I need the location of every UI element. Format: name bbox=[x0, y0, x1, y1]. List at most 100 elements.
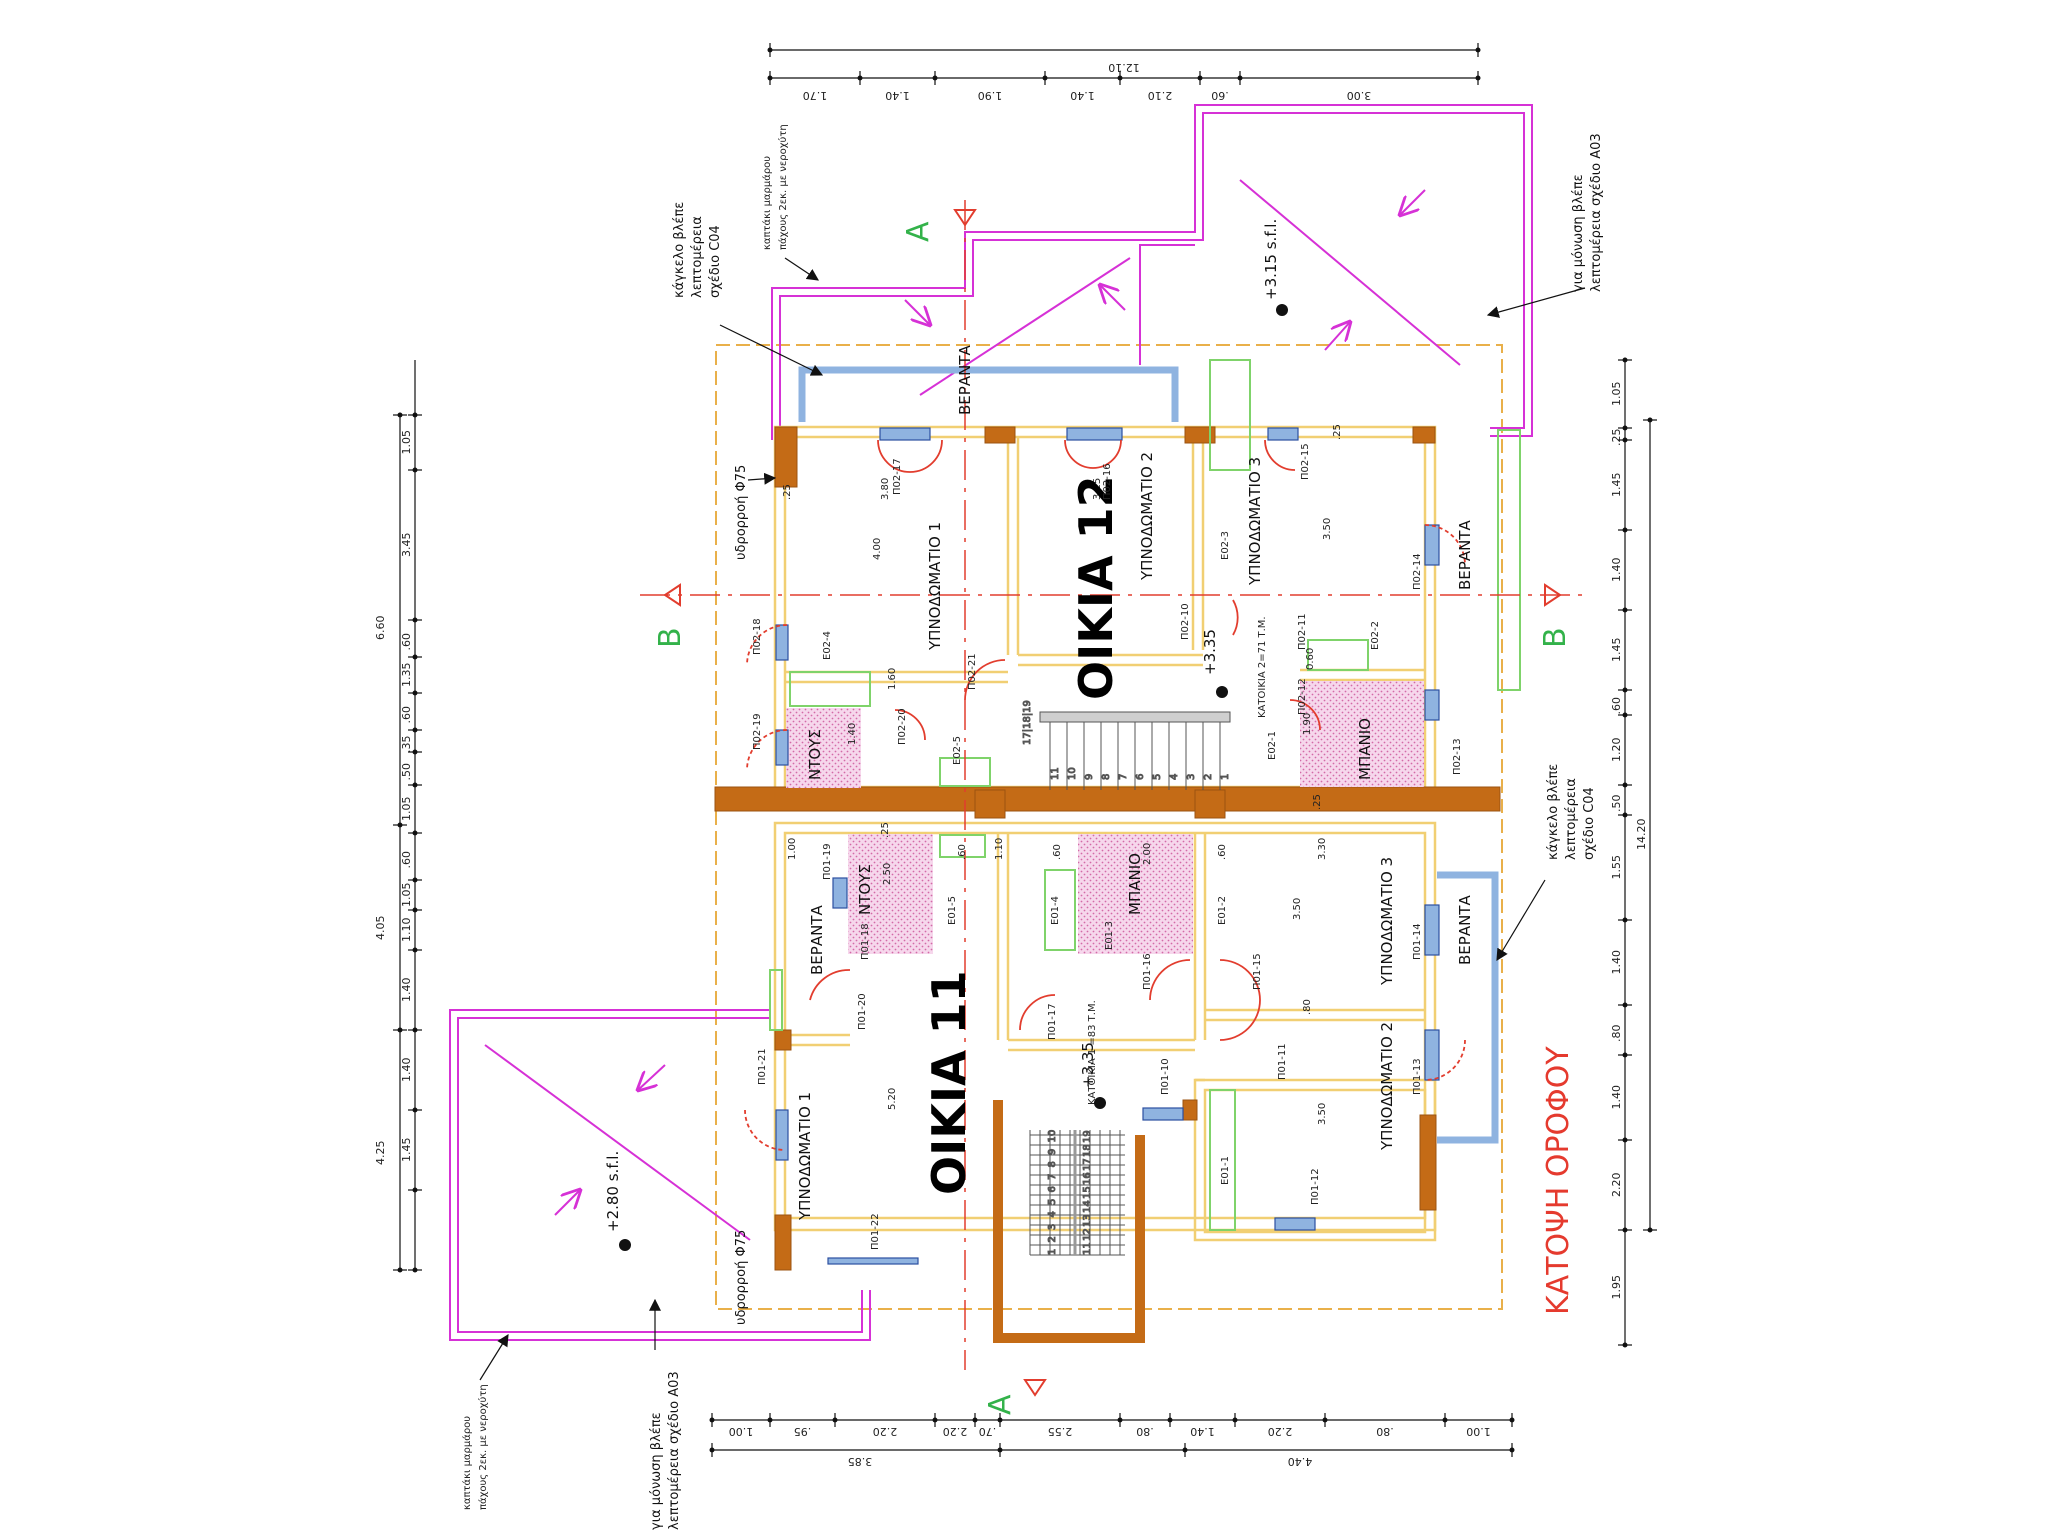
svg-text:κάγκελο βλέπε: κάγκελο βλέπε bbox=[672, 202, 687, 298]
leader-line bbox=[747, 472, 777, 485]
opening-code: Ε01-2 bbox=[1217, 896, 1228, 925]
room-dimension: 3.80 bbox=[880, 478, 891, 500]
dimension-value: 1.40 bbox=[1610, 558, 1623, 583]
note-marble-bottom: καπτάκι μαρμάρου πάχους 2εκ. με νεροχύτη bbox=[461, 1384, 489, 1510]
room-dimension: 3.25 bbox=[1092, 478, 1103, 500]
dimension-value: 1.05 bbox=[400, 883, 413, 908]
dimension-value: 1.40 bbox=[400, 978, 413, 1003]
slope-arrow bbox=[904, 299, 930, 325]
room-dimension: 0.60 bbox=[1305, 648, 1316, 670]
terrace-bottom bbox=[449, 1009, 871, 1341]
dimension-value: .70 bbox=[979, 1425, 997, 1438]
stair-step-number: 11 bbox=[1082, 1242, 1093, 1255]
opening-code: Π01-14 bbox=[1412, 923, 1423, 960]
room-dimension: .25 bbox=[1312, 794, 1323, 810]
opening-code: Π01-20 bbox=[857, 993, 868, 1030]
dimension-total: 4.05 bbox=[374, 916, 387, 941]
opening-code: Ε02-3 bbox=[1220, 531, 1231, 560]
stair-step-number: 5 bbox=[1152, 774, 1163, 780]
dimension-value: 3.45 bbox=[400, 533, 413, 558]
dimension-value: 1.00 bbox=[729, 1425, 754, 1438]
dimension-value: .80 bbox=[1136, 1425, 1154, 1438]
room-dimension: .25 bbox=[1332, 424, 1343, 440]
dimension-value: .50 bbox=[400, 763, 413, 781]
dimension-value: 1.45 bbox=[1610, 473, 1623, 498]
dimension-value: 1.40 bbox=[1610, 950, 1623, 975]
stair-step-number: 3 bbox=[1186, 774, 1197, 780]
room-dimension: 3.30 bbox=[1317, 838, 1328, 860]
windows bbox=[775, 427, 1440, 1265]
dimension-value: 1.40 bbox=[1610, 1085, 1623, 1110]
opening-code: Ε01-3 bbox=[1104, 921, 1115, 950]
opening-code: Ε01-5 bbox=[947, 896, 958, 925]
slope-line bbox=[484, 1044, 751, 1241]
level-3-35-12: +3.35 bbox=[1201, 629, 1219, 675]
fixtures bbox=[769, 359, 1521, 1231]
opening-code: Π01-17 bbox=[1047, 1003, 1058, 1040]
opening-code: Π02-13 bbox=[1452, 738, 1463, 775]
opening-code: Π02-10 bbox=[1180, 603, 1191, 640]
stair-step-number: 18 bbox=[1082, 1144, 1093, 1157]
room-dimension: 2.50 bbox=[882, 863, 893, 885]
stair-step-number: 1 bbox=[1220, 774, 1231, 780]
level-marker bbox=[619, 1239, 631, 1251]
dimension-value: 2.20 bbox=[943, 1425, 968, 1438]
opening-code: Π02-16 bbox=[1102, 463, 1113, 500]
dimension-value: 1.05 bbox=[400, 430, 413, 455]
room-dimension: 1.00 bbox=[787, 838, 798, 860]
opening-code: Π02-15 bbox=[1300, 443, 1311, 480]
svg-text:για μόνωση βλέπε: για μόνωση βλέπε bbox=[1571, 174, 1586, 292]
svg-text:λεπτομέρεια: λεπτομέρεια bbox=[690, 216, 705, 298]
note-marble-top: καπτάκι μαρμάρου πάχους 2εκ. με νεροχύτη bbox=[761, 124, 789, 250]
dimension-value: .80 bbox=[1376, 1425, 1394, 1438]
room-ypno2-12: ΥΠΝΟΔΩΜΑΤΙΟ 2 bbox=[1138, 452, 1156, 581]
room-ypno3-12: ΥΠΝΟΔΩΜΑΤΙΟ 3 bbox=[1246, 457, 1264, 586]
roof-outline bbox=[715, 344, 1503, 1310]
room-dimension: 3.50 bbox=[1317, 1103, 1328, 1125]
opening-code: Π01-22 bbox=[870, 1213, 881, 1250]
room-dimension: .25 bbox=[880, 822, 891, 838]
slope-arrow bbox=[554, 1190, 580, 1216]
dimension-total: 14.20 bbox=[1635, 819, 1648, 851]
svg-text:καπτάκι μαρμάρου: καπτάκι μαρμάρου bbox=[461, 1416, 473, 1510]
opening-code: Π02-18 bbox=[752, 618, 763, 655]
room-mpanio-11: ΜΠΑΝΙΟ bbox=[1126, 853, 1144, 915]
opening-code: Π01-11 bbox=[1277, 1043, 1288, 1080]
dimension-total: 4.40 bbox=[1288, 1455, 1313, 1468]
dimension-value: 3.00 bbox=[1347, 89, 1372, 102]
walls bbox=[773, 425, 1437, 1242]
slope-arrow bbox=[1100, 285, 1126, 311]
opening-code: Π01-16 bbox=[1142, 953, 1153, 990]
stair-step-number: 12 bbox=[1082, 1228, 1093, 1241]
dimension-total: 12.10 bbox=[1108, 61, 1140, 74]
slope-line bbox=[1239, 179, 1461, 366]
room-veranda-12b: ΒΕΡΑΝΤΑ bbox=[1456, 520, 1474, 590]
stair-step-number: 14 bbox=[1082, 1200, 1093, 1213]
dim-ticks bbox=[393, 43, 1657, 1457]
opening-code: Ε02-5 bbox=[952, 736, 963, 765]
shower-11 bbox=[848, 834, 933, 954]
stair-step-number: 10 bbox=[1047, 1130, 1058, 1143]
slope-line bbox=[919, 257, 1131, 396]
dimension-total: 6.60 bbox=[374, 616, 387, 641]
dim-lines bbox=[399, 49, 1651, 1451]
plan-title: ΚΑΤΟΨΗ ΟΡΟΦΟΥ bbox=[1541, 1046, 1576, 1315]
dimension-value: .95 bbox=[794, 1425, 812, 1438]
dimension-value: .35 bbox=[400, 736, 413, 754]
svg-text:πάχους 2εκ. με νεροχύτη: πάχους 2εκ. με νεροχύτη bbox=[777, 124, 789, 250]
opening-code: Π02-19 bbox=[752, 713, 763, 750]
stair-step-number: 9 bbox=[1084, 774, 1095, 780]
dimension-value: .60 bbox=[400, 706, 413, 724]
dimension-value: 2.55 bbox=[1048, 1425, 1073, 1438]
dimension-value: 1.20 bbox=[1610, 738, 1623, 763]
slope-arrow bbox=[1400, 189, 1426, 215]
note-railing-top: κάγκελο βλέπε λεπτομέρεια σχέδιο C04 bbox=[672, 202, 723, 298]
opening-code: Π02-21 bbox=[967, 653, 978, 690]
stair-step-number: 19 bbox=[1082, 1130, 1093, 1143]
room-ypno2-11: ΥΠΝΟΔΩΜΑΤΙΟ 2 bbox=[1378, 1022, 1396, 1151]
dimension-value: 1.00 bbox=[1466, 1425, 1491, 1438]
room-dimension: 5.20 bbox=[887, 1088, 898, 1110]
stair-step-number: 8 bbox=[1047, 1161, 1058, 1167]
opening-code: Ε02-4 bbox=[822, 631, 833, 660]
